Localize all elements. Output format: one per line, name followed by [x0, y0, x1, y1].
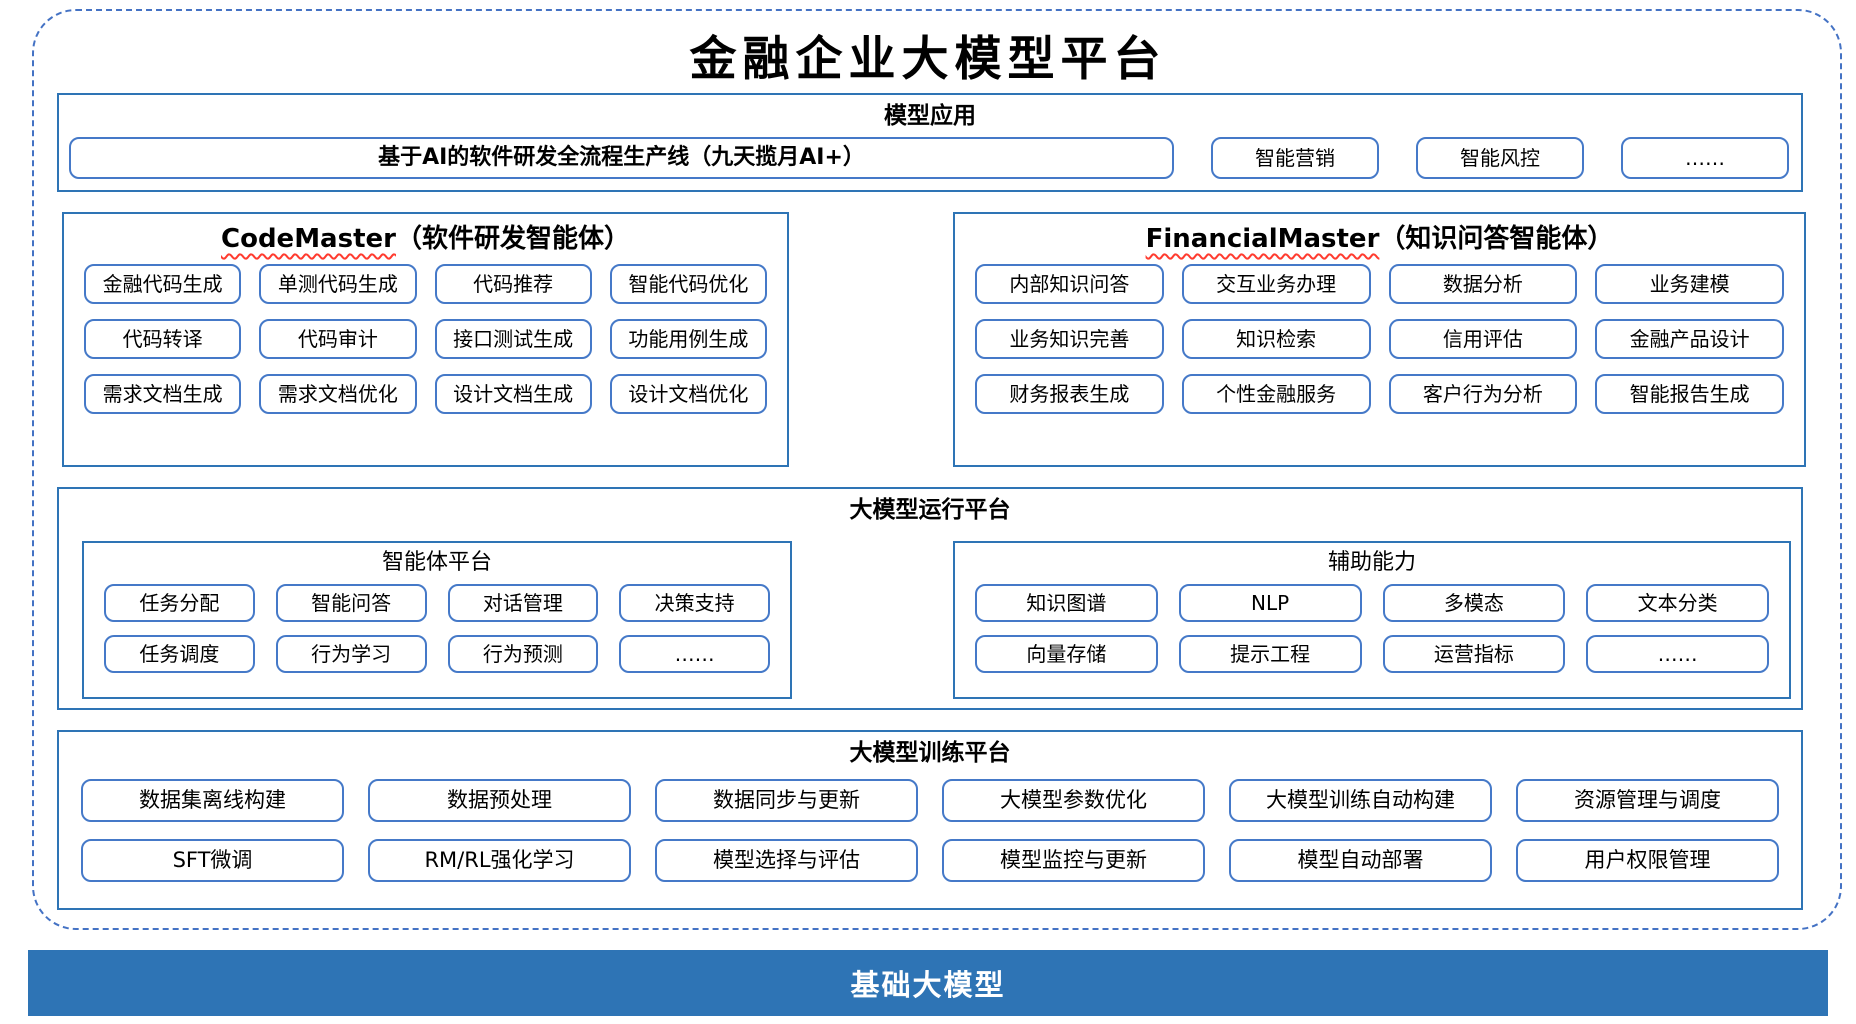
diagram-node: 用户权限管理	[1516, 839, 1779, 882]
foundation-model-bar: 基础大模型	[28, 950, 1828, 1016]
diagram-node: 客户行为分析	[1388, 374, 1578, 414]
foundation-model-label: 基础大模型	[850, 968, 1006, 1002]
diagram-node: 需求文档优化	[259, 374, 417, 414]
diagram-node-ai-pipeline: 基于AI的软件研发全流程生产线（九天揽月AI+）	[69, 137, 1174, 179]
aux-capabilities-subsection: 辅助能力 知识图谱 NLP 多模态 文本分类 向量存储 提示工程 运营指标 ……	[953, 541, 1791, 699]
diagram-node: 智能问答	[275, 584, 427, 622]
diagram-node: 智能风控	[1416, 137, 1584, 179]
diagram-node: 内部知识问答	[975, 264, 1164, 304]
diagram-node: 文本分类	[1586, 584, 1769, 622]
diagram-node: 智能报告生成	[1595, 374, 1784, 414]
diagram-node: 任务分配	[104, 584, 255, 622]
diagram-node: 设计文档优化	[609, 374, 767, 414]
diagram-node: RM/RL强化学习	[368, 839, 631, 882]
diagram-node-ellipsis: ……	[1621, 137, 1789, 179]
diagram-node: 设计文档生成	[434, 374, 592, 414]
diagram-node: 代码审计	[259, 319, 417, 359]
diagram-node: 模型选择与评估	[655, 839, 918, 882]
runtime-platform-title: 大模型运行平台	[849, 497, 1011, 523]
model-applications-nodes: 基于AI的软件研发全流程生产线（九天揽月AI+） 智能营销 智能风控 ……	[59, 128, 1801, 179]
diagram-node: 智能营销	[1211, 137, 1379, 179]
diagram-node: 需求文档生成	[84, 374, 242, 414]
diagram-node-ellipsis: ……	[619, 635, 770, 673]
diagram-node: 数据集离线构建	[81, 779, 344, 822]
diagram-node: 资源管理与调度	[1516, 779, 1779, 822]
diagram-node: 功能用例生成	[609, 319, 767, 359]
diagram-node: 任务调度	[104, 635, 255, 673]
diagram-node: 模型自动部署	[1229, 839, 1492, 882]
codemaster-title: CodeMaster（软件研发智能体）	[64, 226, 787, 252]
diagram-node: 交互业务办理	[1181, 264, 1371, 304]
diagram-node: 知识图谱	[975, 584, 1158, 622]
aux-capabilities-nodes: 知识图谱 NLP 多模态 文本分类 向量存储 提示工程 运营指标 ……	[955, 574, 1789, 673]
diagram-node-ellipsis: ……	[1586, 635, 1769, 673]
diagram-node: 数据同步与更新	[655, 779, 918, 822]
diagram-node: 大模型参数优化	[942, 779, 1205, 822]
diagram-node: 信用评估	[1388, 319, 1578, 359]
diagram-node: 数据分析	[1388, 264, 1578, 304]
diagram-node: 决策支持	[619, 584, 770, 622]
training-platform-title: 大模型训练平台	[849, 740, 1011, 766]
financialmaster-title-zh: （知识问答智能体）	[1379, 224, 1614, 254]
diagram-node: 业务知识完善	[975, 319, 1164, 359]
diagram-node: 代码转译	[84, 319, 242, 359]
diagram-node: 金融代码生成	[84, 264, 242, 304]
training-platform-nodes: 数据集离线构建 数据预处理 数据同步与更新 大模型参数优化 大模型训练自动构建 …	[59, 765, 1801, 882]
codemaster-section: CodeMaster（软件研发智能体） 金融代码生成 单测代码生成 代码推荐 智…	[62, 212, 789, 467]
diagram-node: 金融产品设计	[1595, 319, 1784, 359]
diagram-node: 提示工程	[1178, 635, 1362, 673]
agent-platform-subsection: 智能体平台 任务分配 智能问答 对话管理 决策支持 任务调度 行为学习 行为预测…	[82, 541, 792, 699]
diagram-node: 财务报表生成	[975, 374, 1164, 414]
diagram-node: 行为预测	[447, 635, 599, 673]
diagram-node: 智能代码优化	[609, 264, 767, 304]
diagram-node: NLP	[1178, 584, 1362, 622]
runtime-platform-section: 大模型运行平台 智能体平台 任务分配 智能问答 对话管理 决策支持 任务调度 行…	[57, 487, 1803, 710]
diagram-node: SFT微调	[81, 839, 344, 882]
codemaster-title-en: CodeMaster	[221, 224, 396, 254]
financialmaster-title-en: FinancialMaster	[1145, 224, 1380, 254]
model-applications-title: 模型应用	[884, 103, 976, 129]
financialmaster-title: FinancialMaster（知识问答智能体）	[955, 226, 1804, 252]
diagram-node: 代码推荐	[434, 264, 592, 304]
diagram-node: 模型监控与更新	[942, 839, 1205, 882]
financialmaster-section: FinancialMaster（知识问答智能体） 内部知识问答 交互业务办理 数…	[953, 212, 1806, 467]
diagram-node: 运营指标	[1382, 635, 1566, 673]
diagram-node: 数据预处理	[368, 779, 631, 822]
diagram-node: 业务建模	[1595, 264, 1784, 304]
codemaster-title-zh: （软件研发智能体）	[395, 224, 630, 254]
agent-platform-nodes: 任务分配 智能问答 对话管理 决策支持 任务调度 行为学习 行为预测 ……	[84, 574, 790, 673]
platform-dashed-boundary	[32, 9, 1842, 930]
diagram-node: 个性金融服务	[1181, 374, 1371, 414]
aux-capabilities-title: 辅助能力	[1327, 550, 1416, 575]
diagram-node: 单测代码生成	[259, 264, 417, 304]
diagram-node: 多模态	[1382, 584, 1566, 622]
codemaster-nodes: 金融代码生成 单测代码生成 代码推荐 智能代码优化 代码转译 代码审计 接口测试…	[64, 252, 787, 414]
diagram-node: 知识检索	[1181, 319, 1371, 359]
diagram-node: 对话管理	[447, 584, 599, 622]
page-title: 金融企业大模型平台	[689, 32, 1167, 87]
financialmaster-nodes: 内部知识问答 交互业务办理 数据分析 业务建模 业务知识完善 知识检索 信用评估…	[955, 252, 1804, 414]
model-applications-section: 模型应用 基于AI的软件研发全流程生产线（九天揽月AI+） 智能营销 智能风控 …	[57, 93, 1803, 192]
diagram-node: 接口测试生成	[434, 319, 592, 359]
agent-platform-title: 智能体平台	[381, 550, 492, 575]
diagram-node: 向量存储	[975, 635, 1158, 673]
diagram-node: 大模型训练自动构建	[1229, 779, 1492, 822]
diagram-node: 行为学习	[275, 635, 427, 673]
training-platform-section: 大模型训练平台 数据集离线构建 数据预处理 数据同步与更新 大模型参数优化 大模…	[57, 730, 1803, 910]
